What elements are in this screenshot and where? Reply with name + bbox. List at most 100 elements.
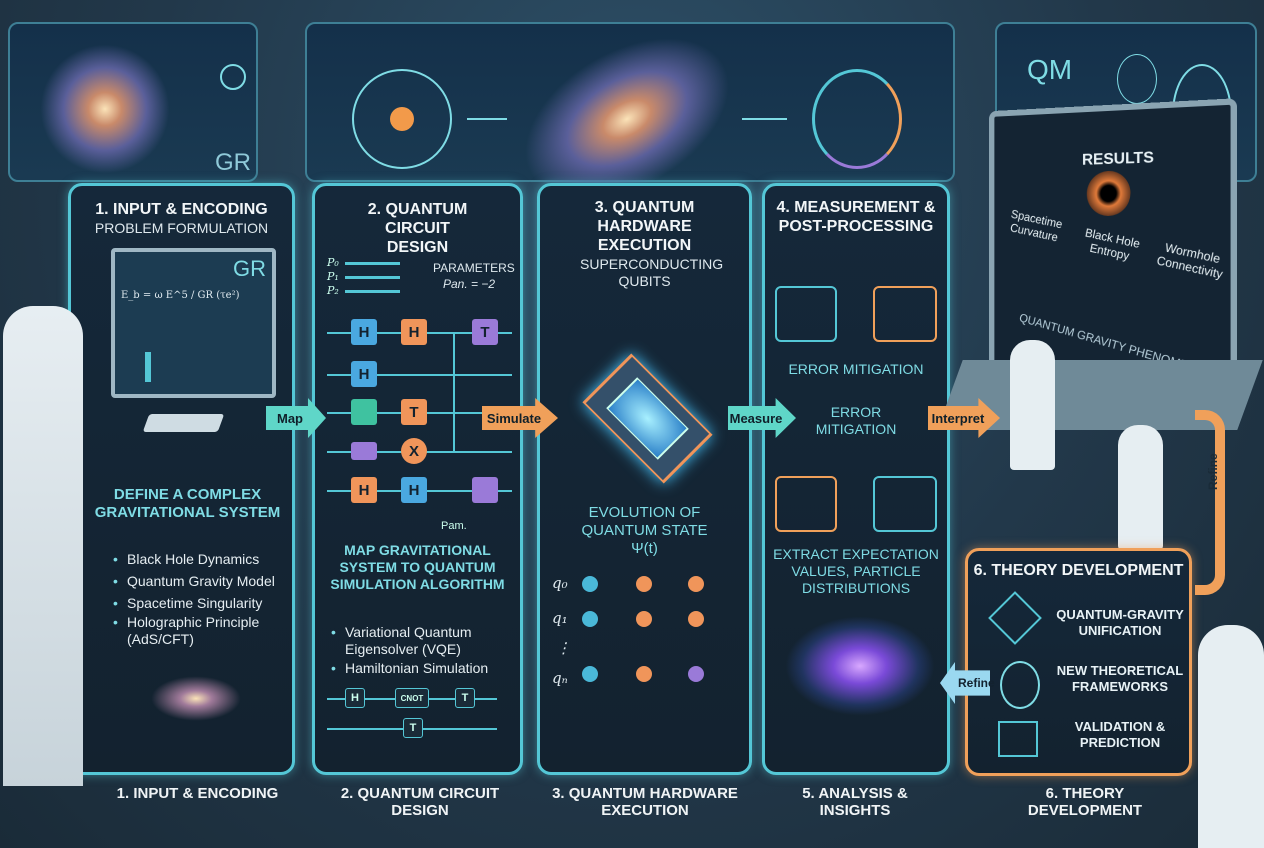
atom-icon: [220, 64, 246, 90]
gauge-icon: [775, 286, 837, 342]
qubit-wire: [327, 374, 512, 376]
panel-input-encoding: 1. INPUT & ENCODING PROBLEM FORMULATION …: [3, 183, 295, 786]
param-gate: [472, 477, 498, 503]
error-mitigation-label: ERROR MITIGATION: [815, 404, 897, 437]
list-item: Quantum Gravity Model: [111, 570, 291, 592]
qubit-node: [582, 611, 598, 627]
bar-chart-icon: [873, 476, 937, 532]
h-gate: H: [401, 477, 427, 503]
h-gate: H: [351, 477, 377, 503]
slider[interactable]: [345, 262, 400, 265]
t-gate: T: [455, 688, 475, 708]
algorithm-list: Variational Quantum Eigensolver (VQE) Ha…: [329, 624, 519, 678]
cnot-control-line: [453, 332, 455, 452]
panel-measurement: 4. MEASUREMENT & POST-PROCESSING ERROR M…: [762, 183, 950, 775]
quantum-chip: [582, 353, 713, 484]
panel-subtitle: PROBLEM FORMULATION: [94, 220, 269, 236]
bottom-label: 3. QUANTUM HARDWARE EXECUTION: [552, 785, 738, 819]
slider[interactable]: [345, 290, 400, 293]
results-title: RESULTS: [1082, 149, 1154, 169]
top-center-screen: [305, 0, 955, 238]
qubit-label: ⋮: [556, 639, 571, 657]
equation: E_b = ω E^5 / GR (τe²): [121, 290, 240, 301]
spacetime-warp-image: [785, 616, 935, 716]
spacetime-grid-icon: [988, 591, 1042, 645]
gr-label: GR: [215, 149, 251, 176]
qubit-node: [582, 576, 598, 592]
refine-label: Refine: [958, 676, 995, 690]
qm-label: QM: [1027, 54, 1073, 85]
line-chart-icon: [873, 286, 937, 342]
phase-gate: [351, 442, 377, 460]
sphere-icon: [1117, 54, 1157, 104]
refine-loop-arrow: [1195, 410, 1225, 595]
parameters-value: Pan. = −2: [443, 277, 496, 291]
galaxy-image: [151, 676, 241, 721]
system-list: Black Hole Dynamics Quantum Gravity Mode…: [111, 548, 291, 648]
parameter-sliders: P₀ P₁ P₂: [327, 256, 339, 298]
qubit-node: [636, 576, 652, 592]
target-icon: [775, 476, 837, 532]
result-item: Wormhole Connectivity: [1155, 240, 1225, 282]
arrow-right-icon: [742, 118, 787, 120]
bottom-label: 5. ANALYSIS & INSIGHTS: [802, 785, 908, 819]
galaxy-image: [40, 44, 170, 174]
atom-icon: [352, 69, 452, 169]
x-gate: X: [401, 438, 427, 464]
qubit-label: q₁: [552, 609, 568, 627]
panel-title: 4. MEASUREMENT & POST-PROCESSING: [776, 199, 936, 235]
gr-screen-label: GR: [233, 256, 266, 281]
list-item: Holographic Principle (AdS/CFT): [111, 614, 291, 648]
scientist-figure: [1198, 625, 1264, 848]
param-label: P₀: [327, 256, 339, 269]
h-gate: H: [345, 688, 365, 708]
bar-chart-icon: [145, 332, 195, 382]
panel-circuit-design: 2. QUANTUM CIRCUIT DESIGN P₀ P₁ P₂ PARAM…: [312, 183, 523, 775]
panel-title: 6. THEORY DEVELOPMENT: [973, 562, 1184, 579]
list-item: Black Hole Dynamics: [111, 548, 291, 570]
panel-title: 1. INPUT & ENCODING: [95, 201, 268, 218]
arrow-right-icon: [467, 118, 507, 120]
qubit-node: [688, 611, 704, 627]
h-gate: H: [351, 319, 377, 345]
refine-vertical-label: Refine: [1206, 453, 1220, 490]
scientist-figure: [1010, 340, 1055, 470]
slider[interactable]: [345, 276, 400, 279]
list-item: Variational Quantum Eigensolver (VQE): [329, 624, 519, 658]
phase-gate: [351, 399, 377, 425]
panel-title: 2. QUANTUM CIRCUIT DESIGN: [367, 201, 468, 256]
growth-chart-icon: [998, 721, 1038, 757]
section-heading: EVOLUTION OF QUANTUM STATE Ψ(t): [581, 504, 708, 557]
chart-gauge-icon: [812, 69, 902, 169]
qubit-labels: q₀ q₁ ⋮ qₙ: [552, 574, 571, 687]
black-hole-image: [1086, 170, 1131, 217]
nucleus: [390, 107, 414, 131]
list-item: Spacetime Singularity: [111, 592, 291, 614]
h-gate: H: [351, 361, 377, 387]
h-gate: H: [401, 319, 427, 345]
theory-item: VALIDATION & PREDICTION: [1074, 719, 1166, 750]
bottom-label: 1. INPUT & ENCODING: [116, 785, 279, 802]
bottom-label: 6. THEORY DEVELOPMENT: [1027, 785, 1143, 819]
theory-item: NEW THEORETICAL FRAMEWORKS: [1056, 663, 1184, 694]
theory-item: QUANTUM-GRAVITY UNIFICATION: [1056, 607, 1184, 638]
qubit-node: [582, 666, 598, 682]
qubit-node: [636, 611, 652, 627]
result-item: Black Hole Entropy: [1083, 225, 1142, 264]
qubit-label: q₀: [552, 574, 568, 592]
qubit-node: [636, 666, 652, 682]
panel-hardware-execution: 3. QUANTUM HARDWARE EXECUTION SUPERCONDU…: [537, 183, 752, 775]
computer-monitor: GR E_b = ω E^5 / GR (τe²): [111, 248, 276, 398]
panel-theory-development: 6. THEORY DEVELOPMENT QUANTUM-GRAVITY UN…: [965, 548, 1192, 776]
section-heading: EXTRACT EXPECTATION VALUES, PARTICLE DIS…: [773, 546, 939, 596]
t-gate: T: [403, 718, 423, 738]
parameters-label: PARAMETERS: [433, 261, 515, 275]
top-left-screen: GR: [8, 22, 258, 182]
qubit-label: qₙ: [552, 669, 568, 687]
bottom-label: 2. QUANTUM CIRCUIT DESIGN: [340, 785, 500, 819]
scientist-figure: [3, 306, 83, 786]
qubit-node: [688, 666, 704, 682]
atom-icon: [1000, 661, 1040, 709]
panel-subtitle: SUPERCONDUCTING QUBITS: [580, 256, 724, 289]
keyboard: [142, 414, 225, 432]
